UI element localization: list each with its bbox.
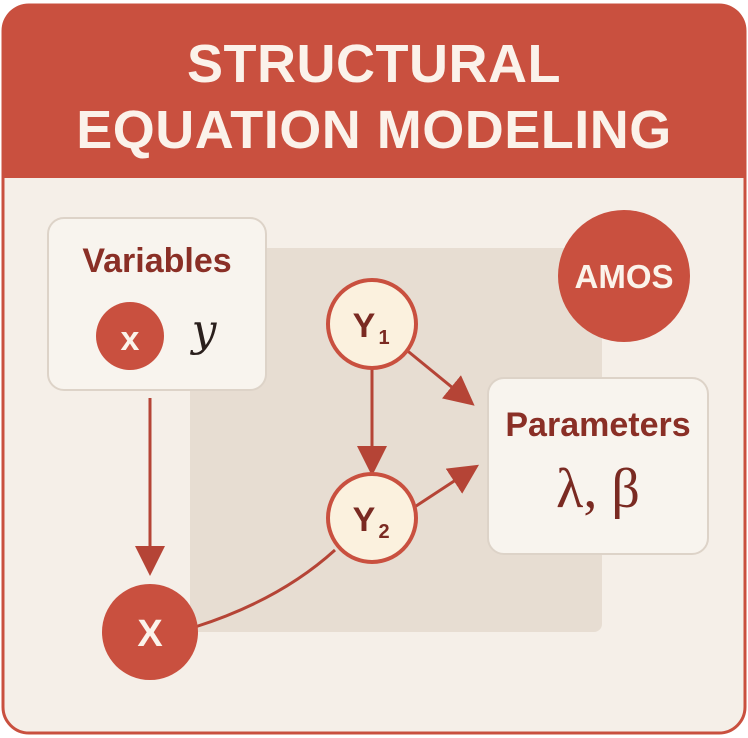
node-x [102, 584, 198, 680]
node-y1 [326, 278, 418, 370]
title-line-1: STRUCTURAL [187, 34, 561, 94]
variable-x-label: x [121, 320, 140, 358]
node-y2 [326, 472, 418, 564]
node-y2-subscript: 2 [378, 521, 389, 543]
node-y1-subscript: 1 [378, 327, 389, 349]
title-line-2: EQUATION MODELING [76, 100, 672, 160]
amos-badge-label: AMOS [575, 258, 674, 295]
arrow-right-icon [135, 346, 480, 629]
parameters-box [487, 377, 709, 555]
title-bar [3, 5, 745, 178]
parameters-symbols: λ, β [556, 458, 640, 520]
variable-y-label: y [190, 305, 218, 356]
parameters-heading: Parameters [505, 406, 690, 444]
variables-heading: Variables [82, 242, 231, 280]
node-x-label: X [137, 613, 163, 655]
node-y1-letter: Y [353, 307, 376, 345]
amos-badge [558, 210, 690, 342]
node-y2-letter: Y [353, 501, 376, 539]
variable-x-circle [96, 302, 164, 370]
